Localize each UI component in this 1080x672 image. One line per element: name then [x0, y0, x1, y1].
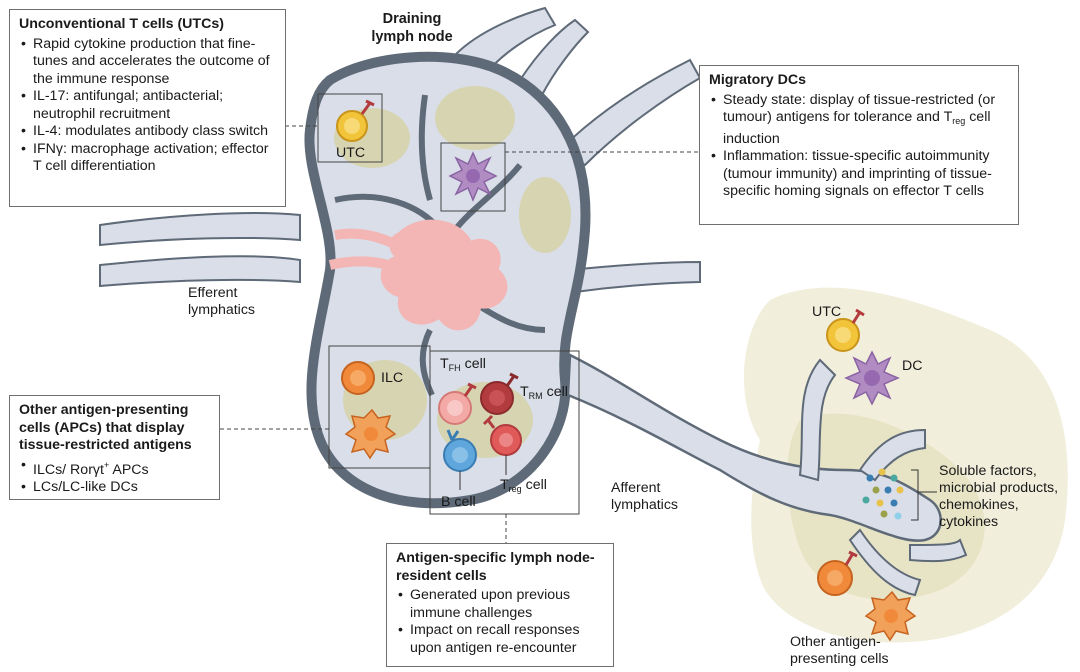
soluble-factor-dots	[862, 468, 904, 520]
treg-cell	[482, 414, 522, 456]
dc-tissue-label: DC	[902, 358, 923, 374]
utc-box-item: IL-17: antifungal; antibacterial; neutro…	[21, 88, 276, 123]
soluble-line3: chemokines,	[939, 497, 1019, 513]
treg-label-sub: reg	[508, 484, 522, 494]
afferent-label: Afferent lymphatics	[611, 480, 678, 514]
efferent-label: Efferent lymphatics	[188, 285, 255, 319]
trm-label: TRM cell	[520, 384, 568, 405]
utc-info-box: Unconventional T cells (UTCs) Rapid cyto…	[9, 9, 286, 207]
node-title: Draining lymph node	[370, 10, 454, 46]
resident-box-title: Antigen-specific lymph node-resident cel…	[396, 550, 595, 584]
dc-box-item-inflammation: Inflammation: tissue-specific autoimmuni…	[711, 148, 1009, 201]
other-apc-label: Other antigen- presenting cells	[790, 634, 889, 668]
tfh-label: TFH cell	[440, 356, 486, 377]
dc-box-item-steady: Steady state: display of tissue-restrict…	[711, 91, 1009, 149]
node-title-line1: Draining	[382, 11, 442, 27]
dc-item1-t: T	[943, 109, 953, 125]
soluble-line2: microbial products,	[939, 480, 1059, 496]
utc-box-item: Rapid cytokine production that fine-tune…	[21, 36, 276, 89]
utc-box-item: IFNγ: macrophage activation; effector T …	[21, 141, 276, 176]
lc-dc-cell	[344, 408, 397, 460]
resident-box-item: Impact on recall responses upon antigen …	[398, 622, 604, 657]
dc-item1-text: Steady state: display of tissue-restrict…	[723, 91, 996, 126]
top-vessels	[453, 6, 702, 294]
tfh-label-sub: FH	[448, 363, 461, 373]
utc-box-item: IL-4: modulates antibody class switch	[21, 123, 276, 141]
lc-tissue-cell	[864, 590, 917, 642]
trm-label-sub: RM	[528, 391, 543, 401]
soluble-factors-label: Soluble factors, microbial products, che…	[939, 463, 1058, 531]
resident-box-item: Generated upon previous immune challenge…	[398, 587, 604, 622]
trm-label-main: T	[520, 384, 529, 400]
apc-box-title: Other antigen-presenting cells (APCs) th…	[19, 402, 192, 453]
ilc-label: ILC	[381, 370, 404, 386]
dc-tissue-cell	[844, 350, 900, 406]
b-cell	[443, 429, 477, 472]
treg-label: Treg cell	[500, 477, 547, 498]
lymph-node	[304, 51, 591, 509]
utc-node-label: UTC	[336, 145, 366, 161]
tfh-label-main: T	[440, 356, 449, 372]
efferent-vessels	[99, 212, 301, 288]
utc-node-cell	[336, 99, 375, 142]
apc-box-list: ILCs/ Rorγt+ APCs LCs/LC-like DCs	[19, 457, 210, 497]
trm-cell	[480, 372, 519, 415]
leader-lines	[220, 125, 699, 543]
trm-label-cell: cell	[546, 384, 568, 400]
node-title-line2: lymph node	[371, 29, 453, 45]
efferent-label-line2: lymphatics	[188, 302, 256, 318]
afferent-vessel	[566, 353, 968, 597]
tfh-label-cell: cell	[464, 356, 486, 372]
dc-box-list: Steady state: display of tissue-restrict…	[709, 92, 1009, 201]
dc-box-title: Migratory DCs	[709, 72, 806, 88]
efferent-label-line1: Efferent	[188, 285, 238, 301]
afferent-label-line1: Afferent	[611, 480, 661, 496]
afferent-label-line2: lymphatics	[611, 497, 679, 513]
utc-box-title: Unconventional T cells (UTCs)	[19, 16, 224, 32]
apc-info-box: Other antigen-presenting cells (APCs) th…	[9, 395, 220, 500]
utc-tissue-cell	[826, 308, 865, 352]
dc-info-box: Migratory DCs Steady state: display of t…	[699, 65, 1019, 225]
resident-info-box: Antigen-specific lymph node-resident cel…	[386, 543, 614, 667]
resident-box-list: Generated upon previous immune challenge…	[396, 587, 604, 657]
inset-boxes	[317, 93, 580, 515]
dc-node-cell	[448, 151, 498, 202]
soluble-bracket	[911, 469, 937, 521]
treg-label-main: T	[500, 477, 509, 493]
soluble-line4: cytokines	[939, 514, 999, 530]
ilc-cell	[341, 361, 375, 395]
treg-label-cell: cell	[525, 477, 547, 493]
apc-item1-post: APCs	[109, 461, 149, 478]
apc-item1-pre: ILCs/ Rorγt	[33, 461, 104, 478]
tfh-cell	[438, 382, 477, 425]
dc-item1-tail: cell induction	[723, 109, 991, 147]
apc-box-item-ilc: ILCs/ Rorγt+ APCs	[21, 457, 210, 480]
other-apc-line2: presenting cells	[790, 651, 889, 667]
cell-pointers	[459, 455, 507, 490]
soluble-line1: Soluble factors,	[939, 463, 1037, 479]
other-apc-line1: Other antigen-	[790, 634, 881, 650]
apc-item1-sup: +	[103, 459, 110, 470]
dc-item1-sub: reg	[952, 116, 966, 126]
apc-box-item-lc: LCs/LC-like DCs	[21, 479, 210, 497]
orange-tissue-cell	[817, 550, 858, 596]
bcell-label: B cell	[441, 494, 476, 510]
utc-box-list: Rapid cytokine production that fine-tune…	[19, 36, 276, 176]
utc-tissue-label: UTC	[812, 304, 842, 320]
